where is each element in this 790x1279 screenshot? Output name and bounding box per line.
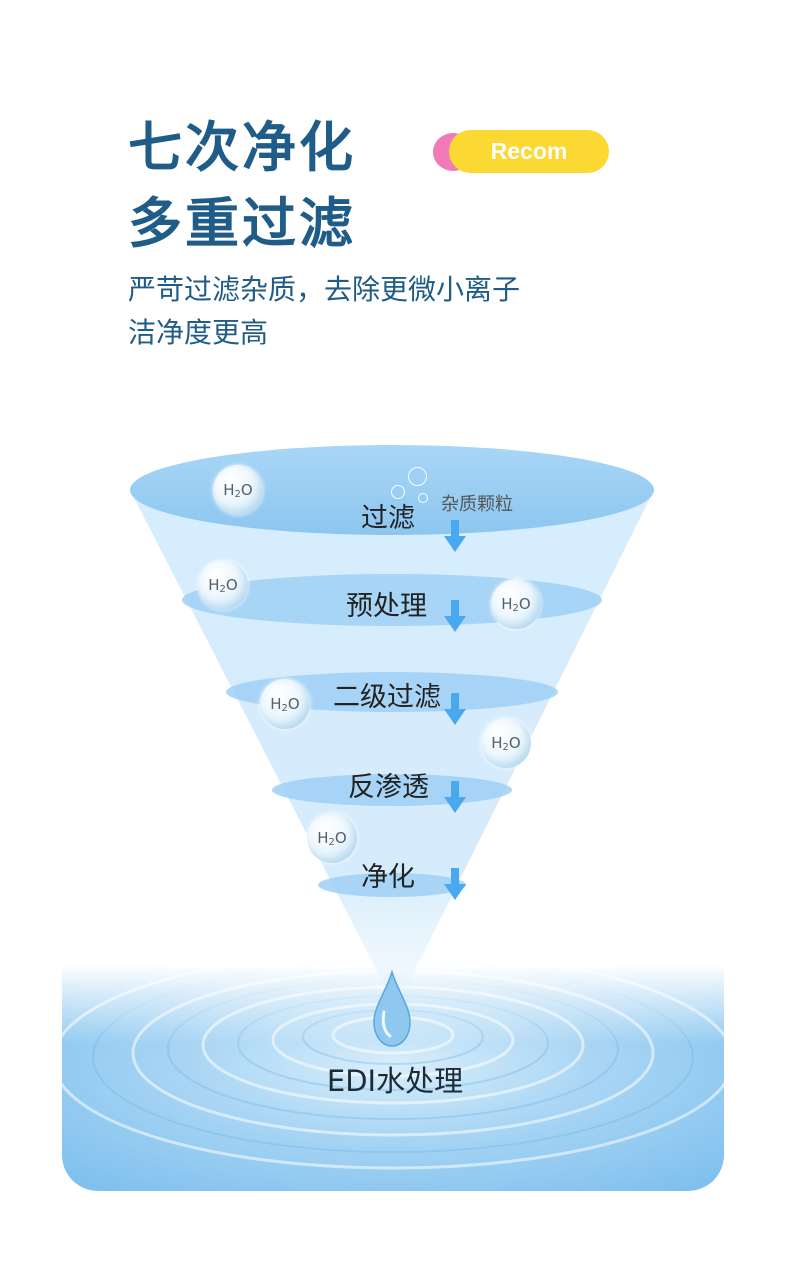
stage-secondary-filter-label: 二级过滤 [333, 682, 441, 713]
stage-purification-label: 净化 [361, 862, 415, 893]
subtitle-line2: 洁净度更高 [128, 316, 269, 349]
water-pool-image [62, 965, 724, 1191]
down-arrow-icon [444, 520, 466, 552]
impurity-label: 杂质颗粒 [441, 494, 513, 515]
subtitle-line1: 严苛过滤杂质，去除更微小离子 [128, 273, 521, 306]
down-arrow-icon [444, 781, 466, 813]
page-title-line2: 多重过滤 [128, 192, 356, 255]
edi-treatment-label: EDI水处理 [326, 1064, 464, 1098]
stage-filter-label: 过滤 [361, 503, 415, 534]
down-arrow-icon [444, 693, 466, 725]
recom-badge: Recom [449, 130, 609, 173]
impurity-bubble-2 [391, 485, 405, 499]
impurity-bubble-1 [408, 467, 427, 486]
page-title-line1: 七次净化 [128, 116, 356, 179]
down-arrow-icon [444, 600, 466, 632]
stage-pretreatment-label: 预处理 [346, 591, 427, 622]
impurity-bubble-3 [418, 493, 428, 503]
down-arrow-icon [444, 868, 466, 900]
stage-reverse-osmosis-label: 反渗透 [348, 772, 429, 803]
